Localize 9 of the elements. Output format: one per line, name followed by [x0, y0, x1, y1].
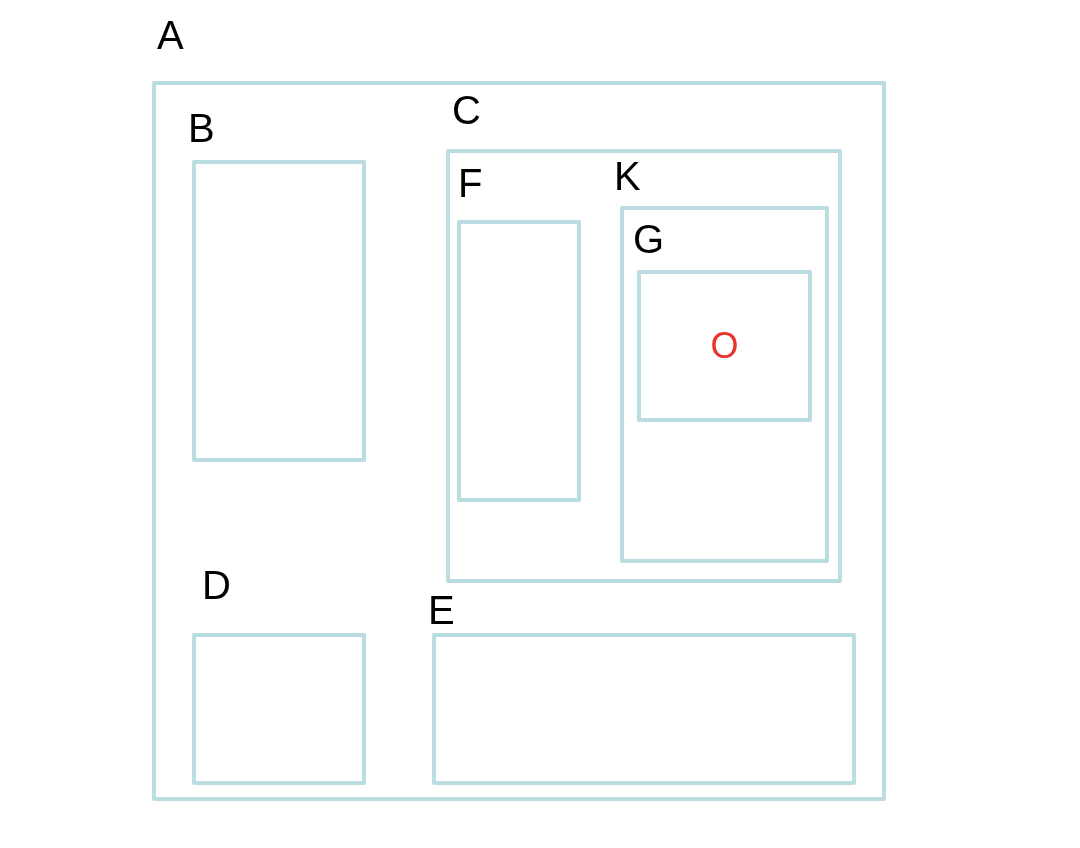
- marker-letter: O: [709, 328, 740, 364]
- box-label: B: [188, 108, 215, 148]
- box-label: G: [633, 219, 665, 259]
- box-label: F: [458, 163, 483, 203]
- box-label: K: [614, 156, 641, 196]
- box-label: E: [428, 590, 455, 630]
- box-label: C: [452, 90, 481, 130]
- box-label: D: [202, 565, 231, 605]
- box-label: A: [157, 15, 184, 55]
